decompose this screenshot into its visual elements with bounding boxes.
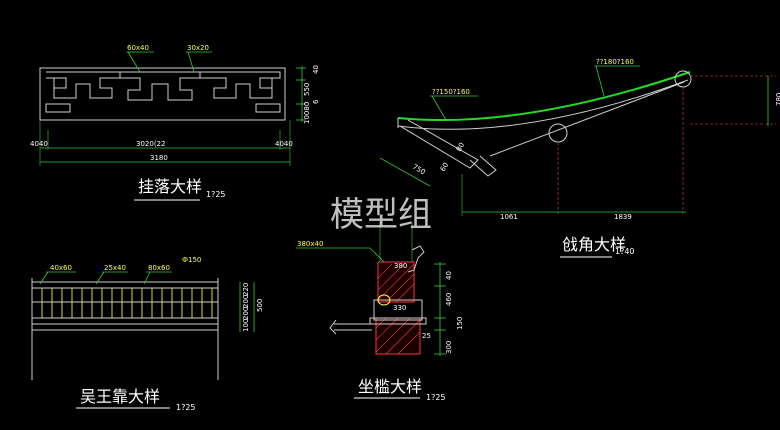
seat-dim-25: 25 (422, 332, 431, 340)
railing-dim-220: 220 (242, 283, 250, 296)
railing-label-3: 80x60 (148, 264, 170, 272)
bottom-dim-2: 3020(22 (136, 140, 165, 148)
side-dim-3: 10080 (303, 102, 311, 124)
roof-dim-780: 780 (775, 93, 780, 106)
side-dim-4: 6 (312, 99, 320, 104)
roof-dim-1839: 1839 (614, 213, 632, 221)
bottom-dim-1: 4040 (30, 140, 48, 148)
railing-dim-100: 100 (242, 319, 250, 332)
hanging-screen-detail: 60x40 30x20 40 550 10080 6 4040 3020(22 … (30, 44, 320, 201)
seat-dim-460: 460 (445, 293, 453, 306)
roof-title: 戗角大样 (562, 235, 626, 254)
fret-pattern (45, 71, 281, 113)
roof-dim-1061: 1061 (500, 213, 518, 221)
top-dim-1: 60x40 (127, 44, 149, 52)
roof-dim-80: 80 (455, 141, 466, 153)
railing-balusters (41, 288, 213, 318)
railing-label-1: 40x60 (50, 264, 72, 272)
roof-label-1: ??150?160 (432, 88, 470, 96)
top-dim-2: 30x20 (187, 44, 209, 52)
roof-label-2: ??180?160 (596, 58, 634, 66)
seat-dim-40: 40 (445, 271, 453, 280)
railing-label-2: 25x40 (104, 264, 126, 272)
total-dim: 3180 (150, 154, 168, 162)
seat-title: 坐槛大样 (358, 377, 422, 396)
seat-dim-150: 150 (456, 317, 464, 330)
railing-scale: 1?25 (176, 403, 196, 412)
railing-title: 吴王靠大样 (80, 387, 160, 406)
seat-dim-300: 300 (445, 341, 453, 354)
bottom-dim-3: 4040 (275, 140, 293, 148)
side-dim-1: 40 (312, 65, 320, 74)
railing-dim-200b: 200 (242, 307, 250, 320)
roof-scale: 1?40 (615, 247, 635, 256)
roof-dim-60: 60 (439, 161, 450, 173)
railing-label-4: Ф150 (182, 256, 201, 264)
seat-label-2: 380 (394, 262, 407, 270)
seat-label-1: 380x40 (297, 240, 323, 248)
seat-label-3: 330 (393, 304, 406, 312)
roof-dim-750: 750 (411, 163, 427, 177)
railing-detail: 40x60 25x40 80x60 Ф150 200 220 500 100 2… (31, 256, 264, 412)
watermark-text: 模型组 (330, 195, 432, 235)
railing-dim-500: 500 (256, 299, 264, 312)
side-dim-2: 550 (303, 83, 311, 96)
hanging-scale: 1?25 (206, 190, 226, 199)
roof-corner-detail: ??150?160 ??180?160 750 60 80 1061 1839 … (379, 58, 780, 258)
seat-scale: 1?25 (426, 393, 446, 402)
seat-sill-detail: 380x40 380 330 40 460 150 300 25 坐槛大样 1?… (296, 222, 464, 402)
railing-dim-200: 200 (242, 295, 250, 308)
hanging-title: 挂落大样 (138, 177, 202, 196)
